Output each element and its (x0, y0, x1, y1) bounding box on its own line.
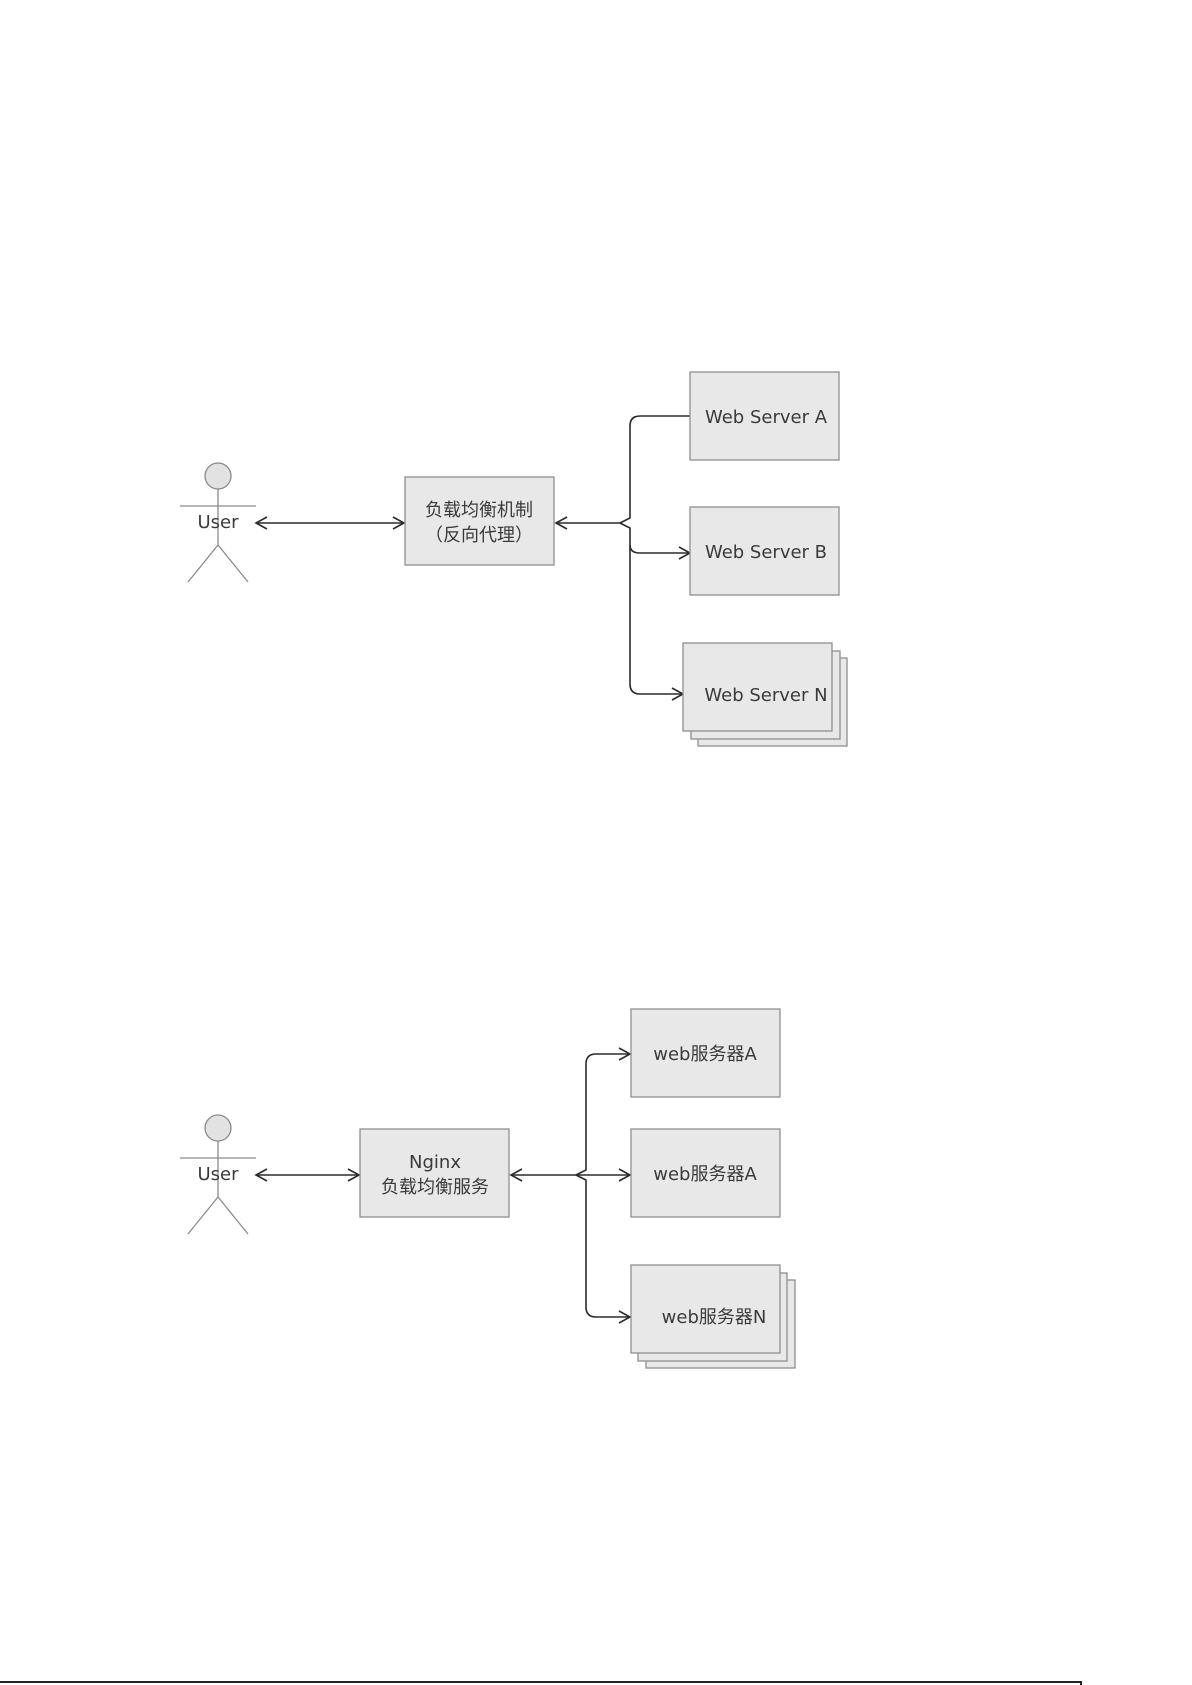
web-server-a2-node: web服务器A (631, 1129, 780, 1217)
diagram-reverse-proxy: User 负载均衡机制 （反向代理） Web Server A Web Serv… (180, 372, 847, 746)
edge-to-web-a1 (576, 1054, 630, 1175)
web-server-n-label: web服务器N (662, 1307, 767, 1328)
proxy-node: 负载均衡机制 （反向代理） (405, 477, 554, 565)
user-actor-2: User (180, 1115, 256, 1234)
server-a-node: Web Server A (690, 372, 839, 460)
actor-head (205, 1115, 231, 1141)
actor-left-leg (188, 1197, 218, 1234)
proxy-box (405, 477, 554, 565)
nginx-node: Nginx 负载均衡服务 (360, 1129, 509, 1217)
page-bottom-rule (0, 1681, 1080, 1683)
edge-to-web-n (576, 1175, 630, 1317)
web-server-n-node: web服务器N (631, 1265, 795, 1368)
server-n-node: Web Server N (683, 643, 847, 746)
server-a-label: Web Server A (705, 407, 828, 428)
nginx-label-line1: Nginx (409, 1152, 461, 1173)
actor-label: User (197, 512, 239, 533)
actor-label: User (197, 1164, 239, 1185)
edge-to-server-n (630, 545, 683, 694)
proxy-label-line1: 负载均衡机制 (425, 500, 533, 521)
nginx-box (360, 1129, 509, 1217)
user-actor: User (180, 463, 256, 582)
page-bottom-tick (1080, 1681, 1082, 1685)
nginx-label-line2: 负载均衡服务 (381, 1177, 489, 1198)
proxy-label-line2: （反向代理） (425, 525, 533, 546)
web-server-a1-node: web服务器A (631, 1009, 780, 1097)
diagram-nginx: User Nginx 负载均衡服务 web服务器A web服务器A web服务 (180, 1009, 795, 1368)
server-b-label: Web Server B (705, 542, 827, 563)
actor-right-leg (218, 545, 248, 582)
web-server-a2-label: web服务器A (653, 1164, 757, 1185)
actor-right-leg (218, 1197, 248, 1234)
server-n-label: Web Server N (704, 685, 827, 706)
actor-left-leg (188, 545, 218, 582)
web-server-a1-label: web服务器A (653, 1044, 757, 1065)
server-b-node: Web Server B (690, 507, 839, 595)
actor-head (205, 463, 231, 489)
